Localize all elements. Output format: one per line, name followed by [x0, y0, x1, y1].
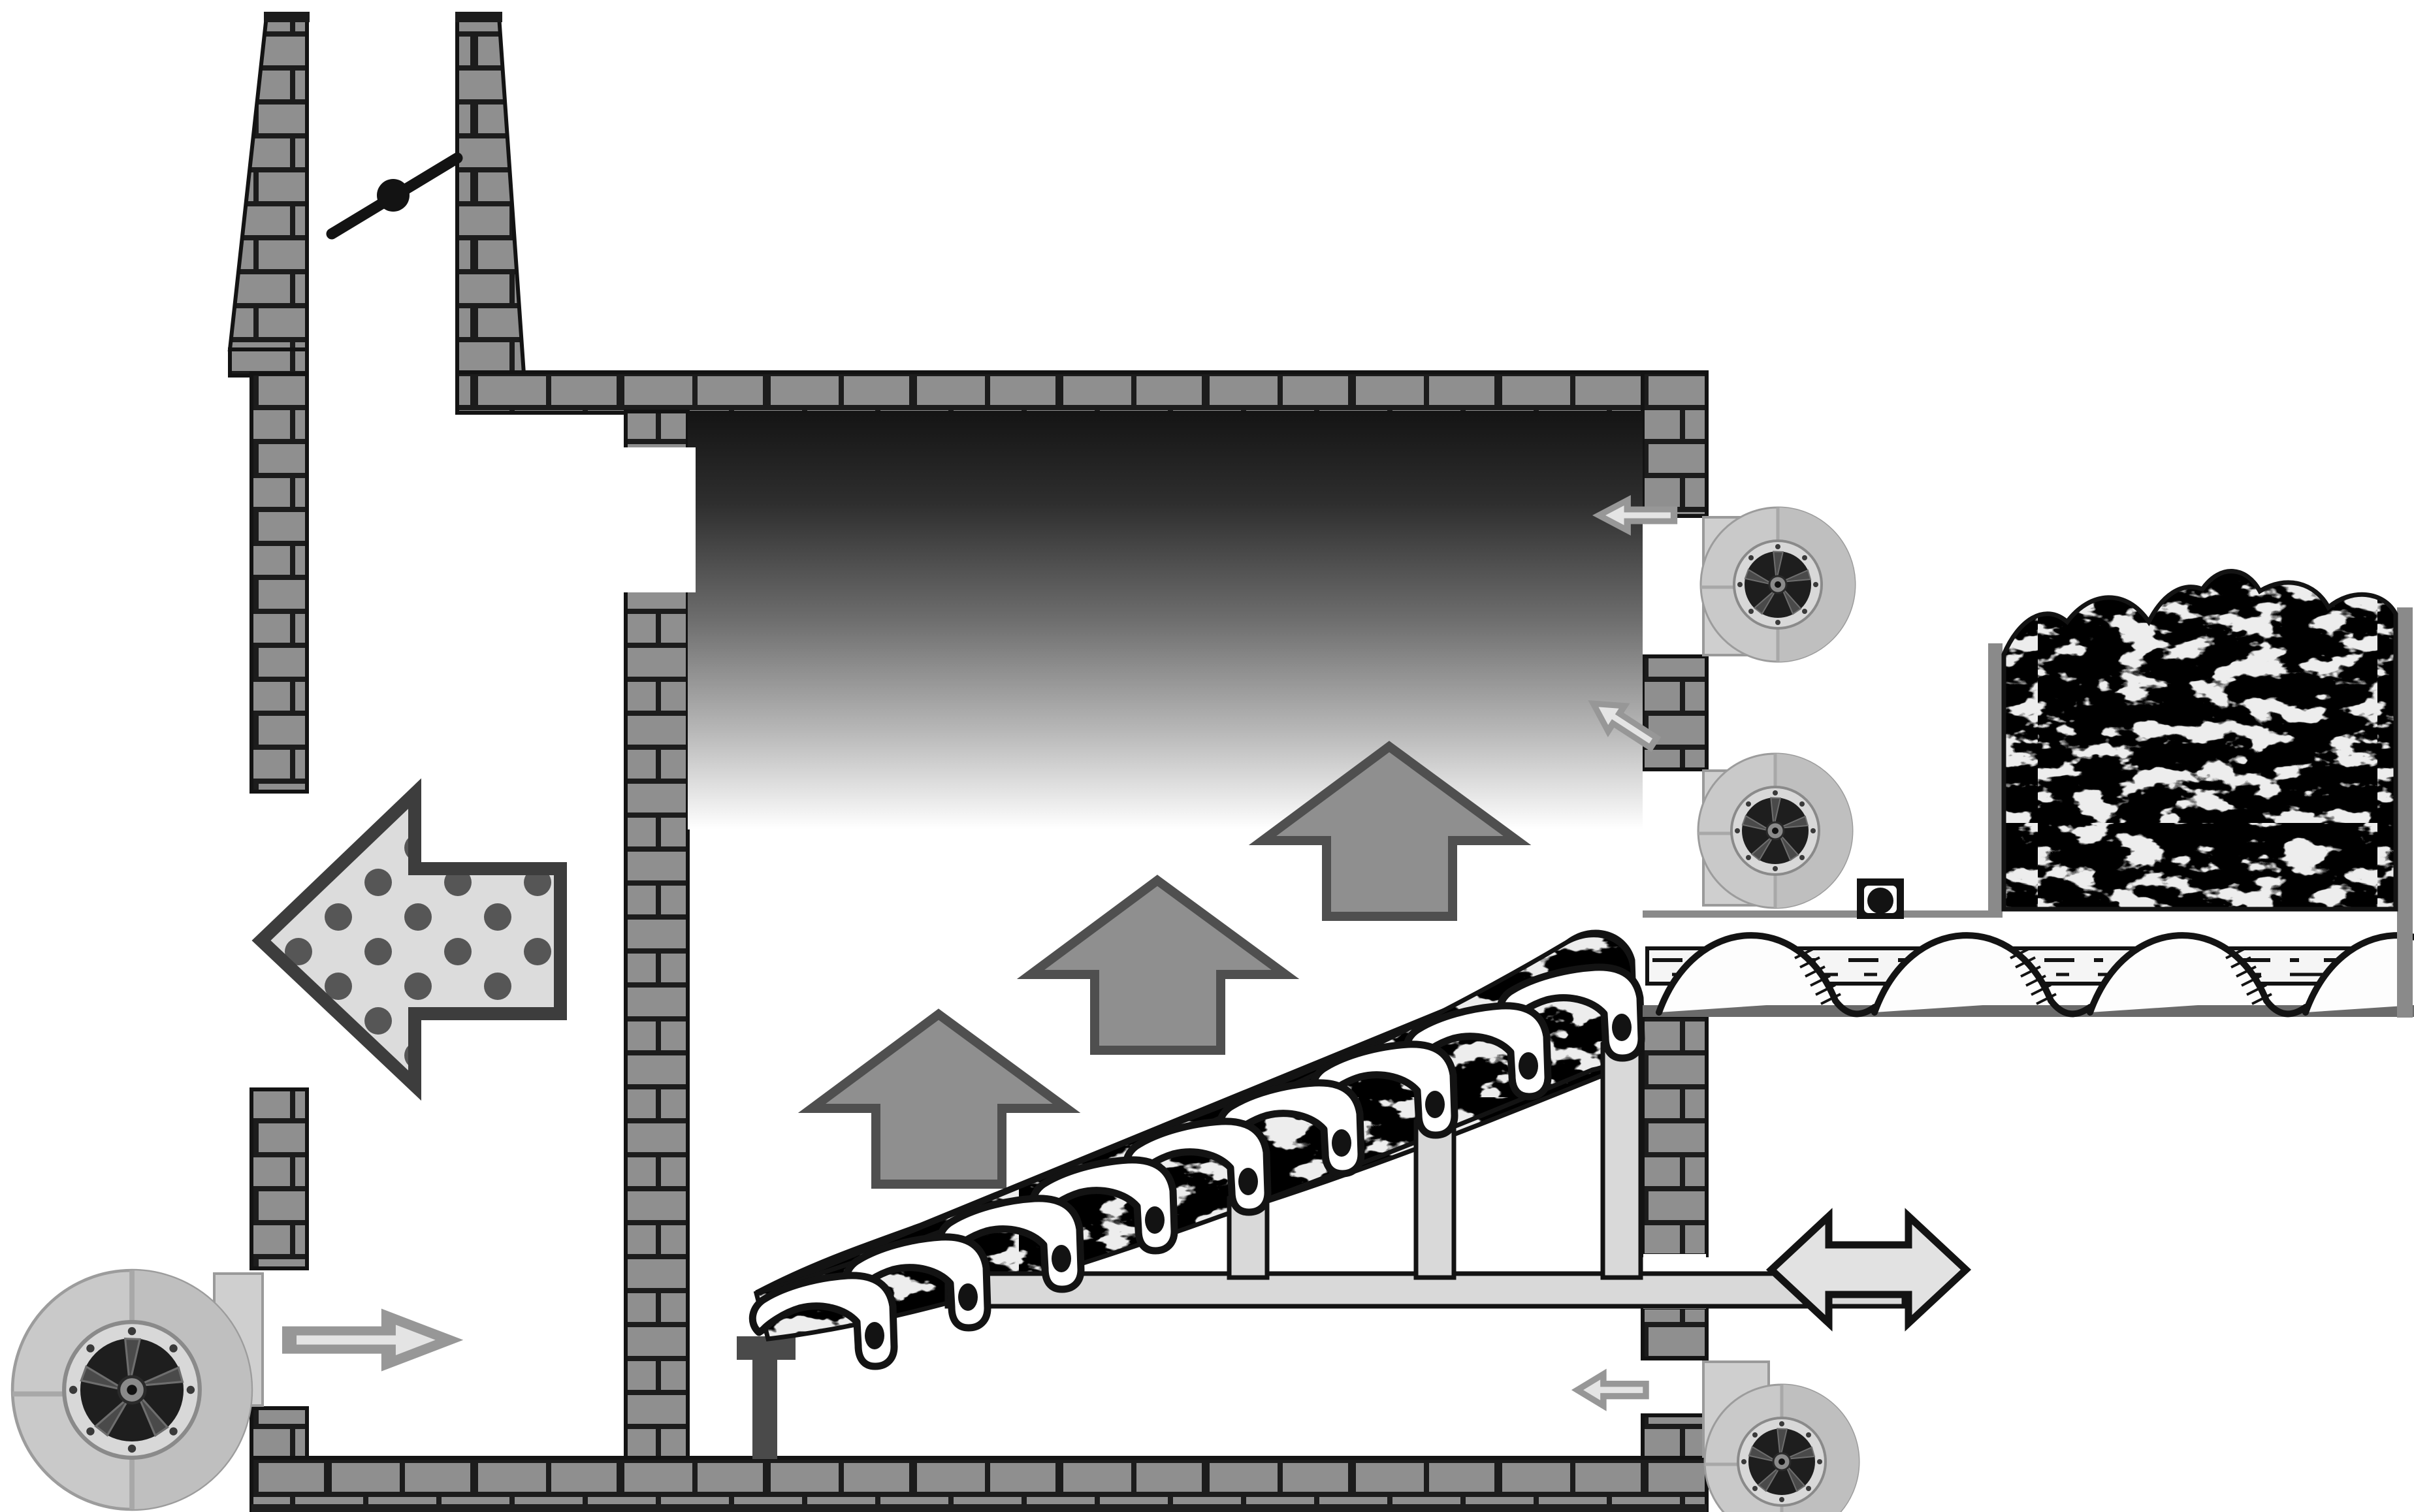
screw-auger: [1645, 932, 2414, 1018]
auger-flight-hatch: [2010, 947, 2031, 959]
auger-flight-hatch: [1810, 974, 1831, 987]
auger-flight-edge: [1871, 932, 2093, 1018]
auger-flight-hatch: [1799, 956, 1820, 969]
hopper-chips: [2001, 569, 2398, 912]
auger-flight-edge: [2302, 932, 2414, 1016]
step-grate: [752, 967, 1907, 1366]
hopper-left-wall: [1988, 643, 2003, 918]
auger-flight-hatch: [2246, 984, 2267, 996]
right-wall: [1641, 370, 1709, 1460]
floor-base-line: [251, 1504, 1707, 1512]
auger-flight-edge: [1656, 932, 1878, 1018]
hopper-right-wall: [2397, 607, 2413, 1018]
flue-damper-icon: [326, 152, 463, 240]
flue-gas-dotted-arrow: [251, 778, 567, 1101]
auger-flight-hatch: [1794, 947, 1815, 959]
auger-flight-hatch: [2031, 984, 2052, 996]
under-grate-air-arrow: [1577, 1374, 1646, 1406]
primary-air-fan: [12, 1270, 251, 1509]
shaft-bearing: [1857, 878, 1904, 919]
left-wall: [228, 347, 309, 1462]
ceiling: [455, 370, 1709, 415]
heat-up-arrow: [1031, 880, 1285, 1050]
auger-flight-hatch: [2036, 993, 2057, 1005]
chimney: [227, 12, 526, 376]
grate-support-post: [737, 1336, 796, 1459]
secondary-air-fan: [1698, 754, 1852, 908]
auger-flight-hatch: [2236, 965, 2257, 978]
auger-flight-hatch: [2015, 956, 2036, 969]
auger-flight-edge: [2087, 932, 2309, 1018]
wood-chip-hopper: [1988, 569, 2413, 1018]
auger-flight-hatch: [2230, 956, 2251, 969]
grate-pedestal: [1600, 1029, 1643, 1280]
feed-channel-ledge: [1643, 910, 1996, 918]
auger-flight-fill: [2306, 935, 2414, 1012]
chimney-right-column: [455, 14, 526, 376]
auger-trough-floor: [1643, 1005, 2414, 1017]
auger-flight-hatch: [1805, 965, 1826, 978]
auger-flight-hatch: [1820, 993, 1841, 1005]
grate-drive-arrow: [1765, 1208, 1972, 1332]
auger-flight-hatch: [2020, 965, 2041, 978]
floor: [249, 1456, 1709, 1512]
upper-recirculation-fan: [1701, 507, 1855, 662]
auger-flight-hatch: [2025, 974, 2046, 987]
chimney-cap-left: [264, 12, 310, 22]
heat-up-arrow: [812, 1014, 1067, 1184]
combustion-chamber-smoke: [688, 411, 1643, 829]
chimney-left-column: [227, 14, 309, 351]
primary-air-inlet-arrow: [289, 1317, 449, 1363]
auger-flight-hatch: [1815, 984, 1836, 996]
chimney-cap-right: [455, 12, 502, 22]
auger-flight-hatch: [2251, 993, 2272, 1005]
auger-flight-hatch: [2225, 947, 2246, 959]
flue-passage-opening: [605, 447, 696, 592]
auger-flight-hatch: [2241, 974, 2262, 987]
